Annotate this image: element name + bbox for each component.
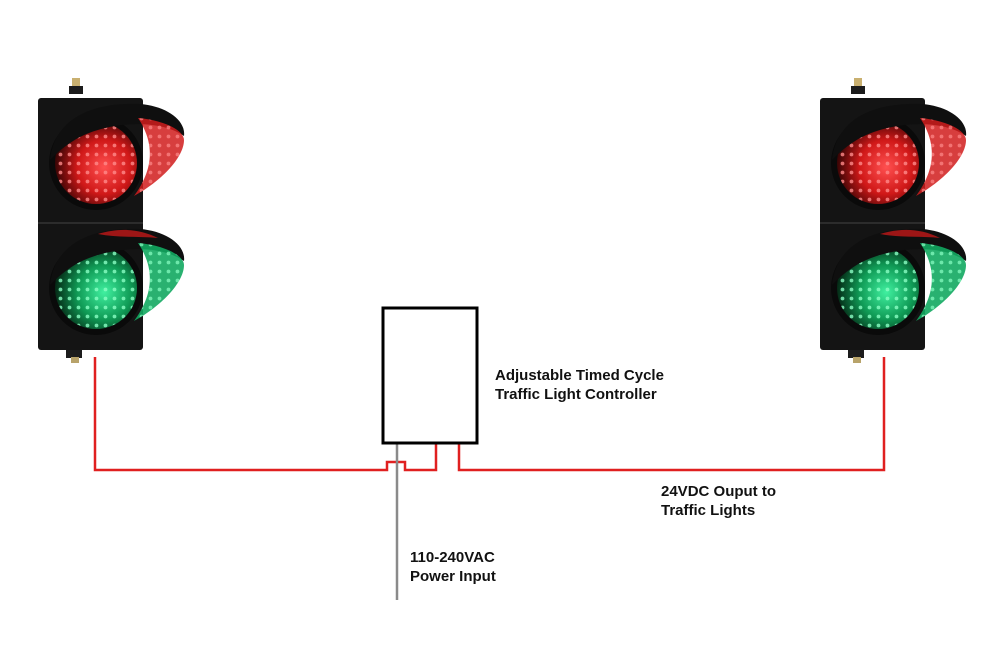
power-label-line1: 110-240VAC (410, 549, 495, 566)
controller-label: Adjustable Timed Cycle Traffic Light Con… (495, 366, 664, 404)
right-traffic-light-icon (819, 77, 971, 364)
controller-box (381, 306, 479, 445)
output-label-line1: 24VDC Ouput to (661, 483, 776, 500)
dc-output-wires (93, 357, 886, 472)
right-light-wire (457, 357, 886, 472)
output-label: 24VDC Ouput to Traffic Lights (661, 482, 776, 520)
controller-label-line2: Traffic Light Controller (495, 386, 657, 403)
output-label-line2: Traffic Lights (661, 502, 756, 519)
power-label-line2: Power Input (410, 568, 496, 585)
power-label: 110-240VAC Power Input (410, 548, 496, 586)
controller-label-line1: Adjustable Timed Cycle (495, 367, 664, 384)
left-traffic-light-icon (37, 77, 189, 364)
